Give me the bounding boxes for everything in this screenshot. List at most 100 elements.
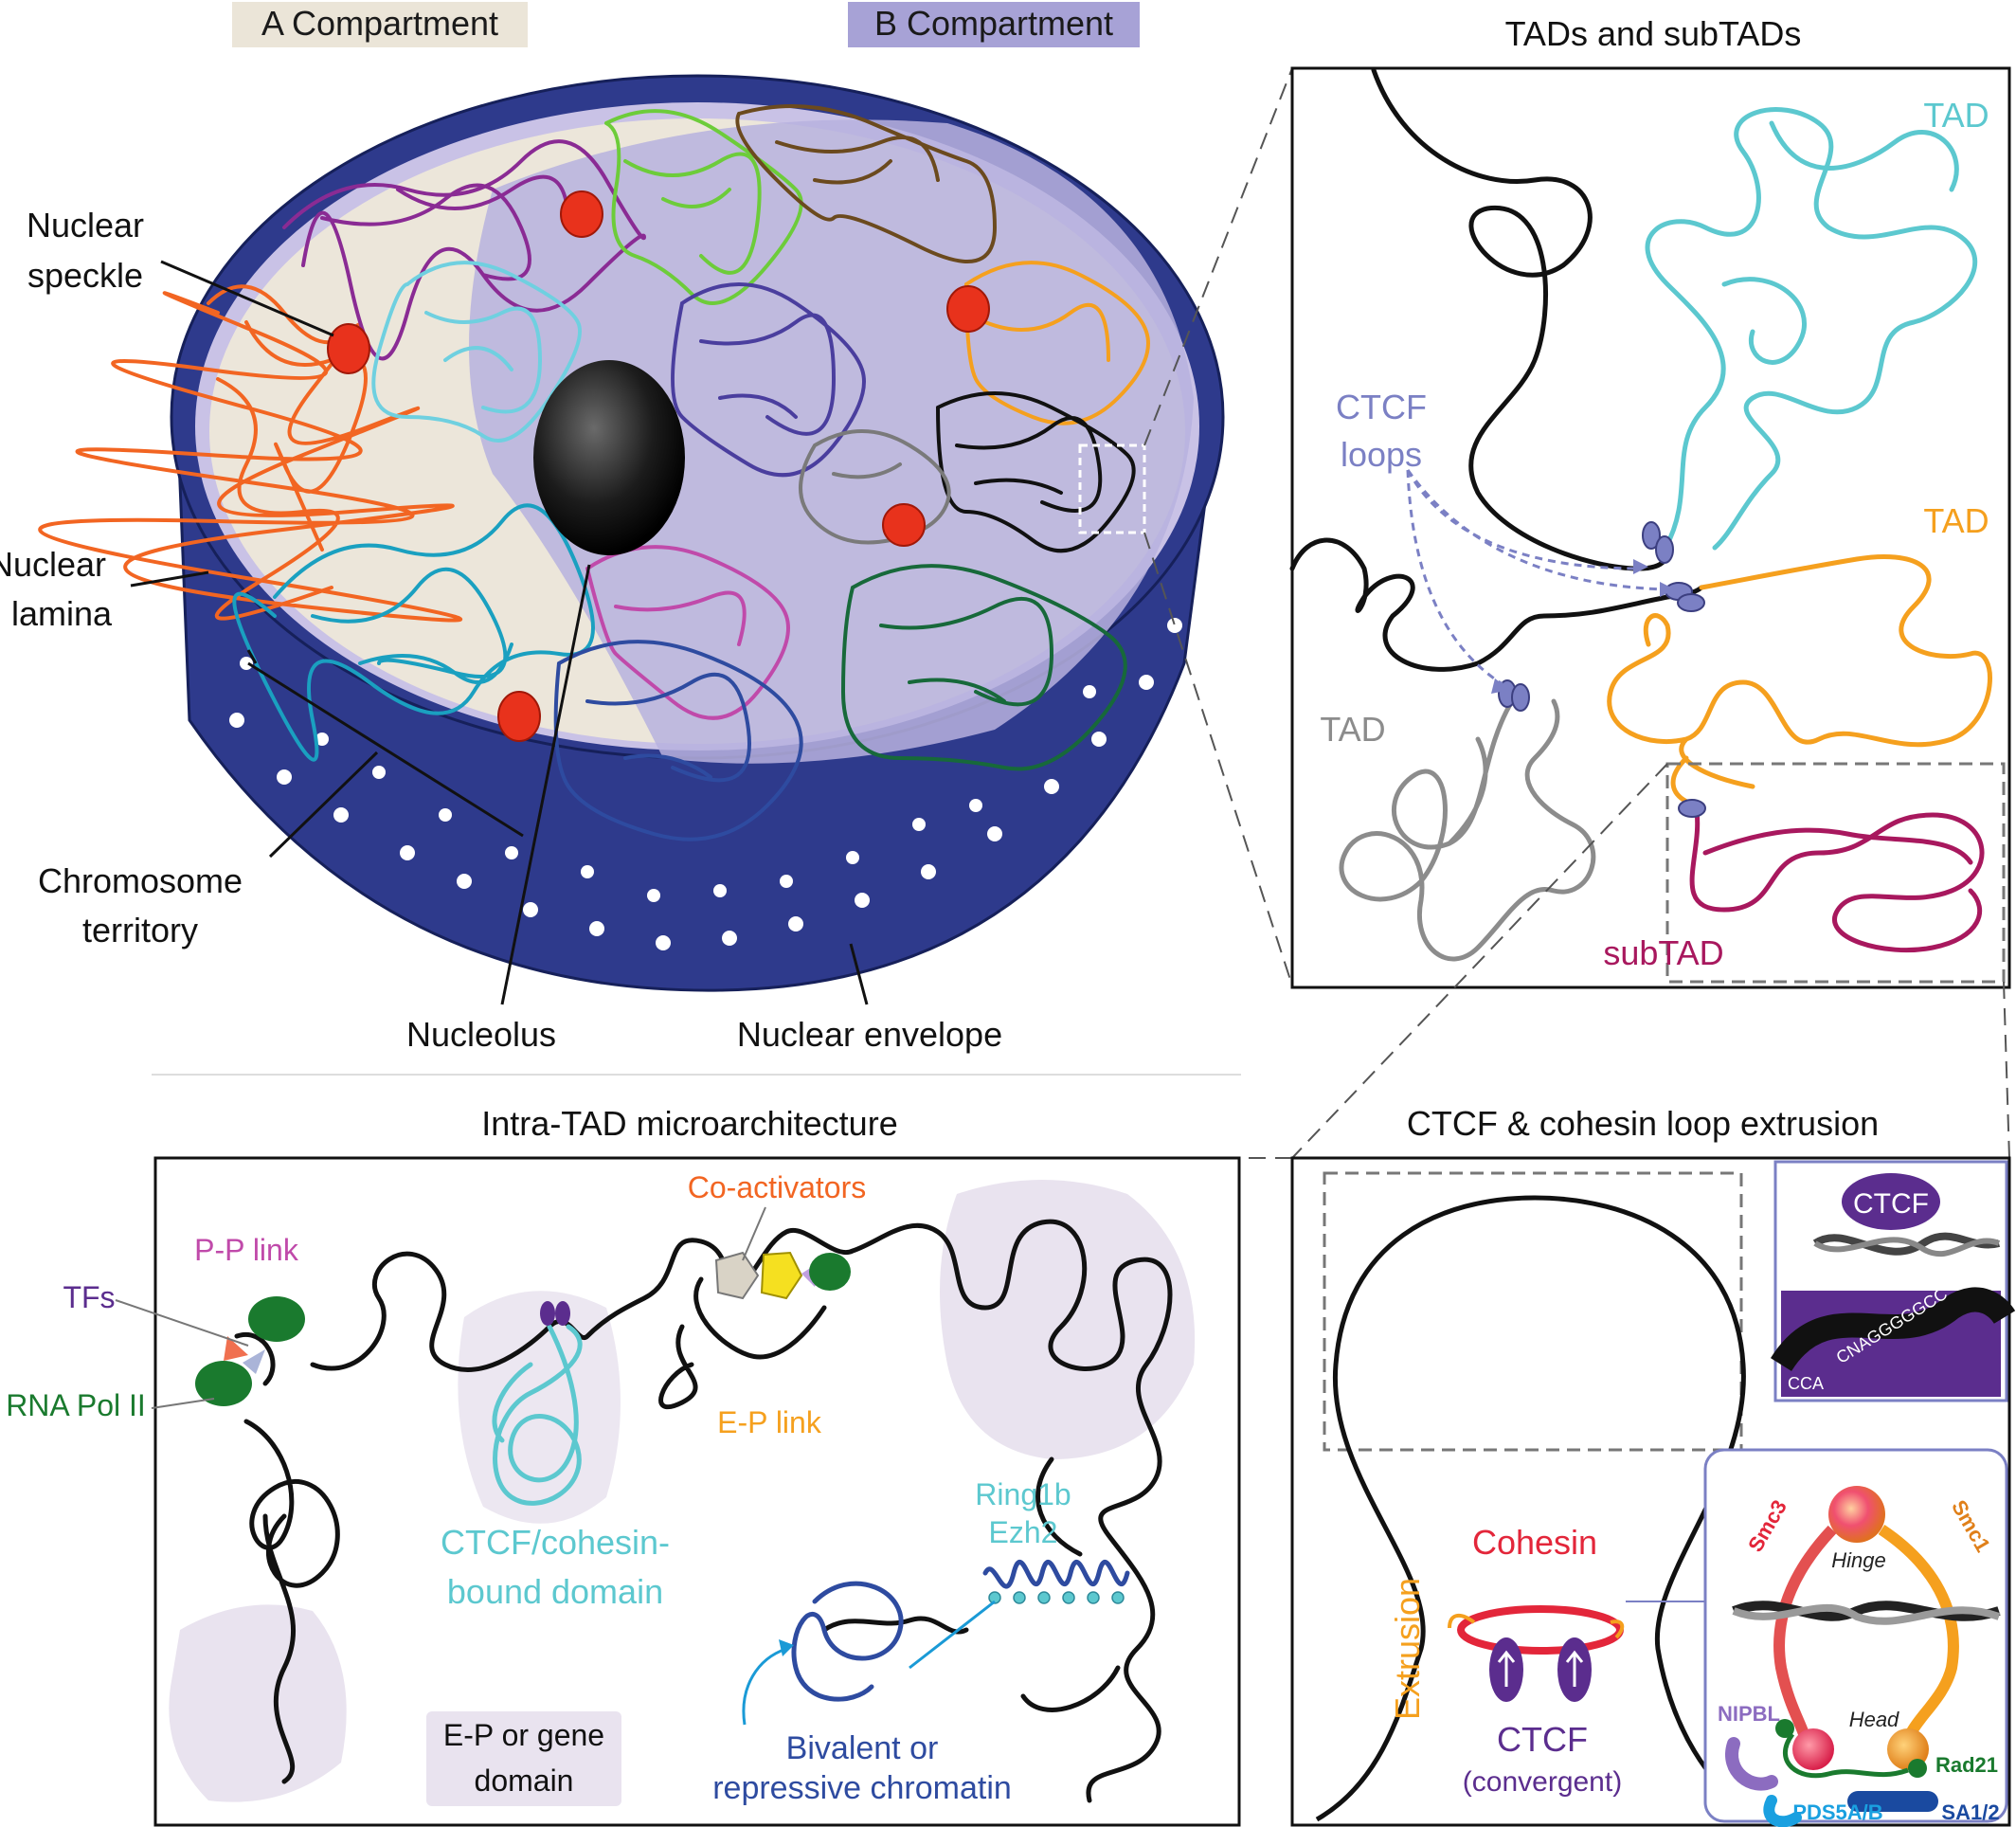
ring1b-label: Ring1b — [975, 1477, 1071, 1511]
rna-pol-label: RNA Pol II — [6, 1388, 146, 1422]
territory-magenta — [585, 545, 790, 720]
nuclear-speckle-label-2: speckle — [27, 256, 143, 295]
territory-green — [604, 109, 803, 305]
ctcf-loop-arrowheads — [1491, 559, 1675, 694]
ep-link-label: E-P link — [717, 1405, 822, 1439]
rna-pol-cluster — [195, 1296, 305, 1406]
coactivator-cluster — [714, 1251, 851, 1300]
hinge-label: Hinge — [1831, 1548, 1885, 1572]
coactivators-label: Co-activators — [688, 1170, 867, 1204]
ctcf-domain-loop — [492, 1324, 583, 1506]
chromosome-territory-label-1: Chromosome — [38, 861, 243, 900]
tfs-label: TFs — [63, 1280, 115, 1314]
coactivator-pol — [809, 1253, 851, 1291]
ctcf-label: CTCF — [1497, 1720, 1588, 1759]
sa12-shape — [1847, 1791, 1938, 1812]
compartment-a-label: A Compartment — [261, 4, 498, 43]
ctcf-loop-arrows — [1406, 469, 1668, 686]
tad-cyan-loop — [1645, 107, 1978, 551]
compartment-b-label: B Compartment — [874, 4, 1113, 43]
coactivator-grey — [714, 1251, 760, 1300]
nuclear-lamina-label-2: lamina — [11, 594, 113, 633]
ezh2-label: Ezh2 — [989, 1515, 1058, 1549]
zoom-lines-top — [1143, 67, 1293, 986]
ctcf-inset-dna-large — [1770, 1287, 2016, 1372]
subtad-label: subTAD — [1603, 933, 1723, 972]
extrusion-label: Extrusion — [1388, 1578, 1427, 1720]
rna-pol-ii-top — [248, 1296, 305, 1342]
intra-leaders — [115, 1206, 766, 1409]
tads-title: TADs and subTADs — [1505, 14, 1802, 53]
zoom-lines-bottom — [1243, 763, 2010, 1159]
extrusion-loop — [1315, 1195, 1764, 1822]
extrusion-dashed-box — [1323, 1171, 1743, 1452]
territory-dark-green — [840, 564, 1127, 771]
cohesin-inset-dna-2 — [1732, 1603, 2001, 1625]
territory-gray — [799, 429, 951, 545]
bivalent-arrowhead — [779, 1639, 794, 1656]
territory-brown — [735, 104, 998, 263]
nuclear-speckles — [327, 190, 990, 742]
ctcf-anchors — [1498, 521, 1706, 818]
ctcf-domain-label-2: bound domain — [447, 1572, 663, 1611]
ctcf-loops-label-1: CTCF — [1336, 388, 1427, 426]
subtad-loop — [1689, 803, 1985, 953]
nuclear-lamina-label-1: Nuclear — [0, 545, 106, 584]
intra-chromatin-fiber — [234, 1219, 1173, 1803]
ring1b-leader — [909, 1600, 996, 1670]
repressive-fiber — [791, 1560, 1130, 1702]
compartment-a-chip — [232, 2, 528, 47]
tad-gray-loop — [1339, 698, 1596, 962]
nipbl-shape — [1725, 1737, 1778, 1791]
tad-orange-label: TAD — [1923, 501, 1989, 540]
leader-lines — [130, 260, 869, 1005]
ctcf-inset-protein — [1842, 1173, 1940, 1230]
ring1b-beads — [988, 1591, 1125, 1604]
nucleolus-label: Nucleolus — [406, 1015, 556, 1054]
smc3-head — [1792, 1728, 1834, 1770]
head-label: Head — [1849, 1708, 1899, 1731]
smc1-arm — [1878, 1525, 1959, 1750]
sa12-label: SA1/2 — [1941, 1800, 1999, 1824]
cohesin-label: Cohesin — [1472, 1523, 1597, 1562]
b-compartment-region — [469, 119, 1194, 764]
nipbl-label: NIPBL — [1718, 1702, 1780, 1726]
ctcf-arrow-right — [1565, 1650, 1584, 1687]
zoom-box-nucleus — [1078, 443, 1146, 534]
ctcf-arrow-left — [1497, 1650, 1516, 1687]
rad21-bead-right — [1908, 1759, 1927, 1778]
nuclear-speckle-label-1: Nuclear — [27, 206, 144, 244]
extrusion-arrow-left — [1448, 1613, 1476, 1629]
domain-shade-bottom-left — [169, 1604, 347, 1802]
territory-royal-blue — [553, 640, 803, 841]
chromosome-territory-label-2: territory — [82, 911, 198, 950]
cohesin-inset-dna — [1732, 1601, 2001, 1621]
bivalent-label-2: repressive chromatin — [712, 1770, 1012, 1806]
intra-title: Intra-TAD microarchitecture — [481, 1104, 897, 1143]
hinge-domain — [1828, 1486, 1885, 1543]
pds5-shape — [1763, 1795, 1802, 1827]
rad21-label: Rad21 — [1935, 1753, 1998, 1777]
pds5-label: PDS5A/B — [1792, 1800, 1882, 1824]
nuclear-pores — [229, 618, 1182, 950]
territory-light-cyan — [371, 261, 582, 443]
bivalent-label-1: Bivalent or — [786, 1730, 939, 1766]
ep-domain-chip — [426, 1711, 621, 1806]
tad-gray-label: TAD — [1320, 710, 1385, 749]
nucleolus-body — [533, 360, 685, 555]
tf-triangle-2 — [243, 1349, 265, 1374]
ctcf-inset-label: CTCF — [1853, 1188, 1929, 1220]
tf-triangle-1 — [224, 1336, 248, 1361]
ep-domain-label-1: E-P or gene — [443, 1718, 604, 1752]
rna-pol-ii-bottom — [195, 1361, 252, 1406]
extrusion-panel: CTCF & cohesin loop extrusion Cohesin Ex… — [1290, 1104, 2016, 1827]
bivalent-arrow — [742, 1647, 787, 1726]
rad21-linker — [1783, 1732, 1909, 1779]
territory-blue-violet — [671, 282, 866, 478]
rad21-bead-left — [1775, 1719, 1794, 1738]
territory-black — [936, 391, 1136, 553]
tad-cyan-label: TAD — [1923, 96, 1989, 135]
ctcf-loops-label-2: loops — [1341, 435, 1422, 474]
intra-tad-panel: Intra-TAD microarchitecture — [6, 1104, 1241, 1827]
